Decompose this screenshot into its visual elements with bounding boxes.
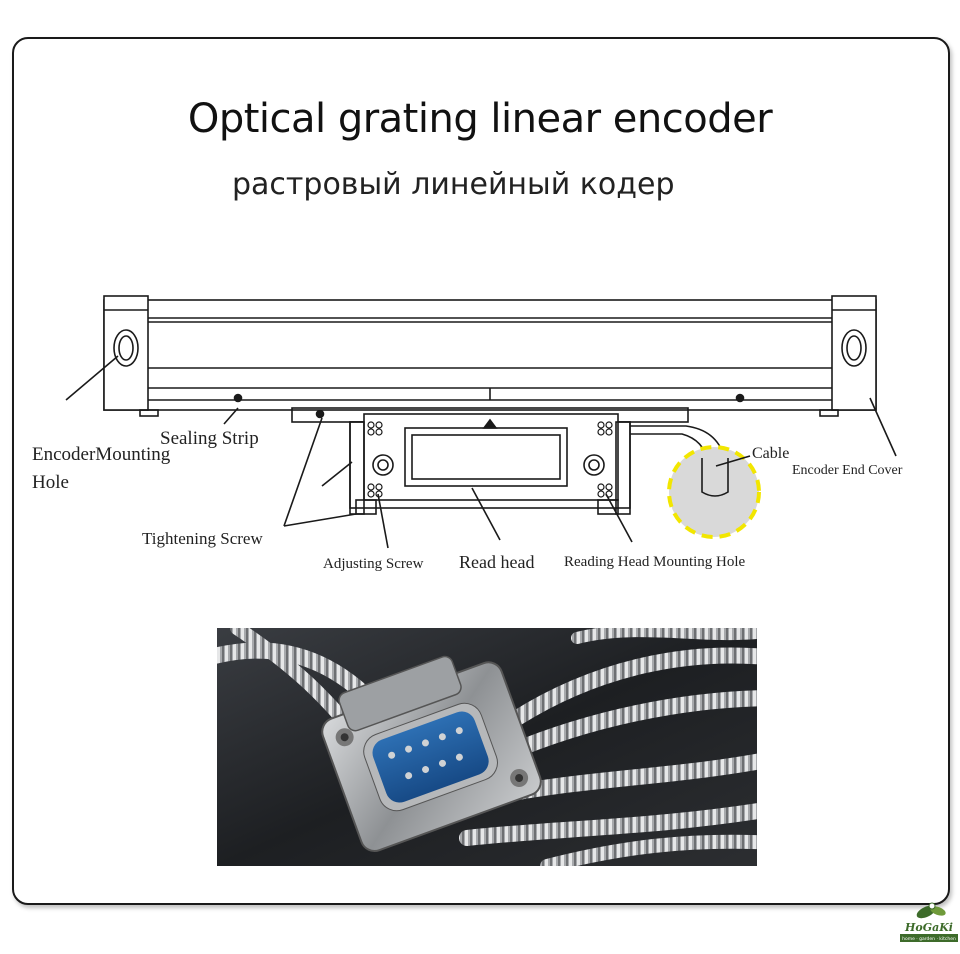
right-end-cover <box>831 295 877 411</box>
logo-tagline: home · garden · kitchen <box>902 936 956 942</box>
label-tightening-screw: Tightening Screw <box>142 529 263 548</box>
label-encoder-mounting-hole-1: EncoderMounting <box>32 444 171 465</box>
cable-highlight <box>667 445 761 539</box>
right-adjusting-screw <box>583 454 605 476</box>
leader-lines <box>65 355 897 549</box>
label-cable: Cable <box>752 445 789 462</box>
label-encoder-mounting-hole-2: Hole <box>32 472 69 493</box>
label-adjusting-screw: Adjusting Screw <box>323 556 424 572</box>
left-end-cover <box>103 295 149 411</box>
left-mounting-hole <box>113 329 139 367</box>
label-read-head: Read head <box>459 552 534 572</box>
connector-photo <box>217 628 757 866</box>
logo-text: HoGaKi <box>904 921 953 934</box>
brand-logo: HoGaKi home · garden · kitchen <box>900 902 958 942</box>
encoder-diagram: EncoderMounting Hole Sealing Strip Tight… <box>32 295 903 572</box>
label-reading-head-mounting-hole: Reading Head Mounting Hole <box>564 554 746 570</box>
right-mounting-hole <box>841 329 867 367</box>
left-adjusting-screw <box>372 454 394 476</box>
label-sealing-strip: Sealing Strip <box>160 428 259 449</box>
page-title: Optical grating linear encoder <box>187 96 773 142</box>
page-subtitle: растровый линейный кодер <box>232 167 675 202</box>
label-encoder-end-cover: Encoder End Cover <box>792 463 903 478</box>
scale-body <box>103 295 877 515</box>
db9-connector <box>321 655 542 852</box>
